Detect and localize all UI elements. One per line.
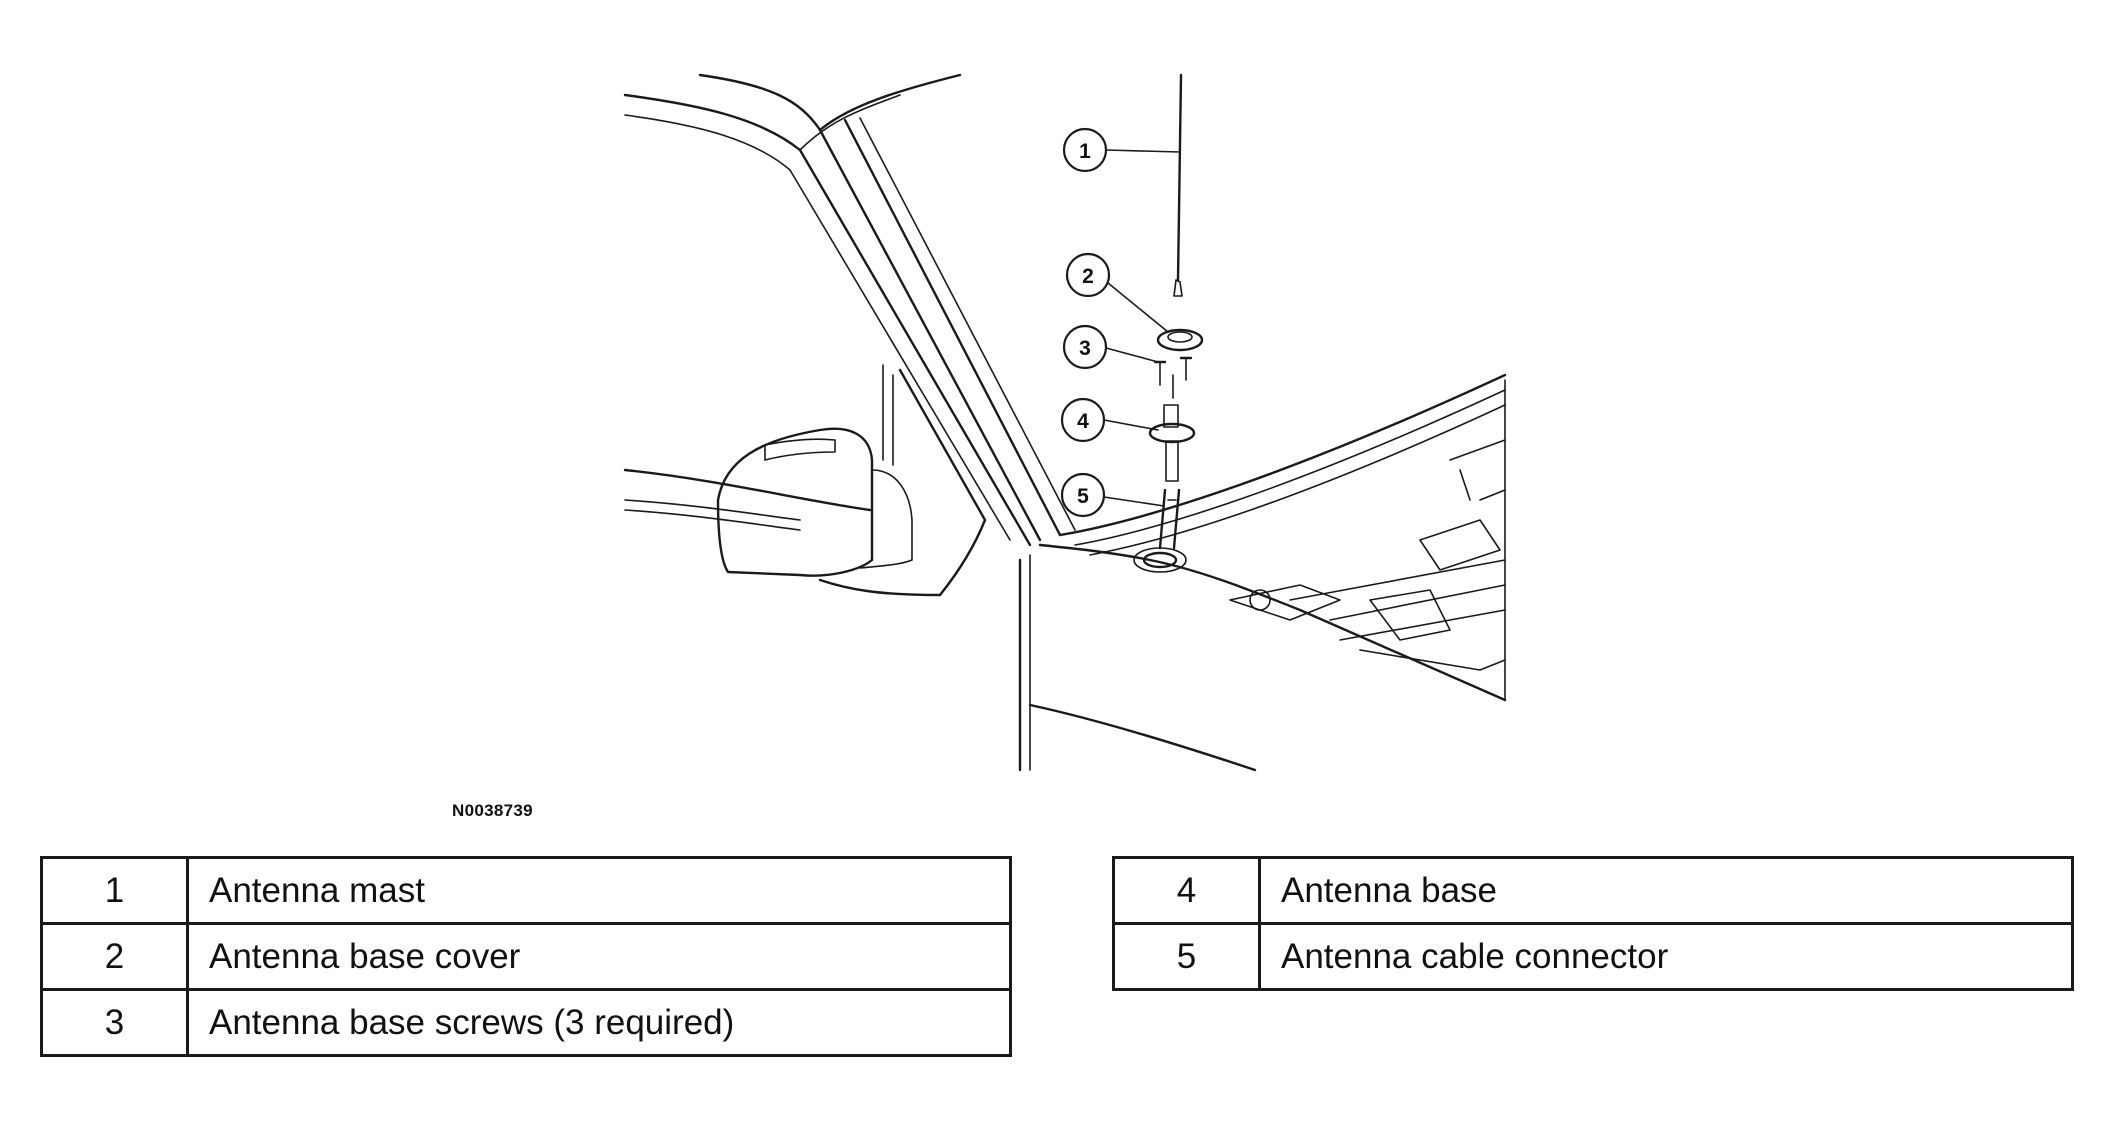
legend-number: 4	[1112, 856, 1261, 925]
legend-label: Antenna mast	[186, 856, 1012, 925]
legend-table-right: 4 Antenna base 5 Antenna cable connector	[1112, 856, 2074, 991]
callout-1: 1	[1062, 127, 1181, 173]
callout-label-4: 4	[1077, 410, 1089, 433]
legend-row: 3 Antenna base screws (3 required)	[40, 988, 1012, 1057]
callout-4: 4	[1060, 397, 1159, 443]
legend-number: 5	[1112, 922, 1261, 991]
vehicle-body-outline	[623, 73, 1507, 772]
callout-label-3: 3	[1079, 337, 1091, 360]
figure-id: N0038739	[452, 801, 533, 820]
callout-5: 5	[1060, 472, 1165, 518]
legend-row: 4 Antenna base	[1112, 856, 2074, 925]
legend-label: Antenna cable connector	[1258, 922, 2074, 991]
legend-row: 5 Antenna cable connector	[1112, 922, 2074, 991]
callout-label-5: 5	[1077, 485, 1089, 508]
callout-label-2: 2	[1082, 265, 1094, 288]
legend-label: Antenna base cover	[186, 922, 1012, 991]
legend-row: 1 Antenna mast	[40, 856, 1012, 925]
callout-3: 3	[1062, 324, 1159, 370]
legend-label: Antenna base	[1258, 856, 2074, 925]
legend-number: 3	[40, 988, 189, 1057]
legend-table-left: 1 Antenna mast 2 Antenna base cover 3 An…	[40, 856, 1012, 1057]
antenna-exploded-view-illustration: 1 2 3 4 5	[623, 73, 1507, 772]
legend-number: 2	[40, 922, 189, 991]
callout-2: 2	[1065, 252, 1169, 333]
antenna-assembly	[1133, 73, 1204, 573]
legend-row: 2 Antenna base cover	[40, 922, 1012, 991]
legend-number: 1	[40, 856, 189, 925]
callout-label-1: 1	[1079, 140, 1091, 163]
legend-label: Antenna base screws (3 required)	[186, 988, 1012, 1057]
